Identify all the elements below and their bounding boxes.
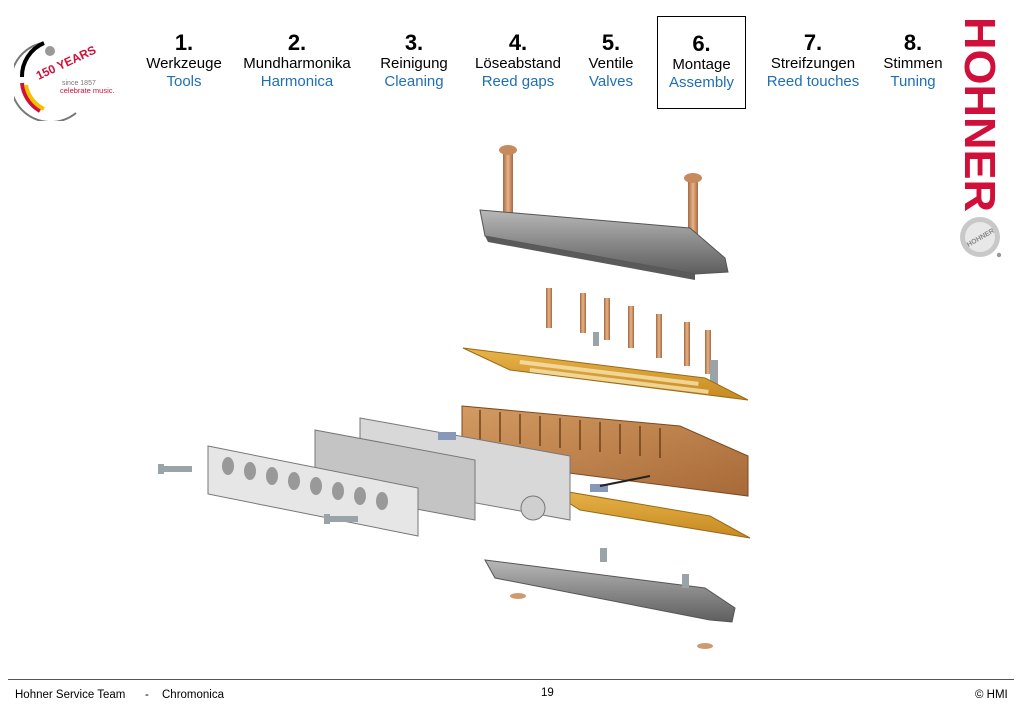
nav-label-de: Streifzungen: [770, 55, 856, 73]
nav-item-harmonica[interactable]: 2. Mundharmonika Harmonica: [236, 30, 358, 90]
logo-figure-icon: [45, 46, 55, 56]
footer-product: Chromonica: [162, 689, 224, 701]
lower-reed-plate: [544, 487, 751, 539]
cover-screw: [499, 145, 517, 226]
nav-item-cleaning[interactable]: 3. Reinigung Cleaning: [372, 30, 456, 90]
footer-divider: [8, 679, 1014, 680]
reed-plate-screws: [546, 288, 711, 374]
nav-item-reed-gaps[interactable]: 4. Löseabstand Reed gaps: [466, 30, 570, 90]
page-number: 19: [541, 687, 554, 699]
nav-label-de: Montage: [672, 56, 731, 74]
nav-num: 2.: [287, 30, 307, 55]
nav-label-en: Assembly: [668, 73, 735, 91]
chapter-nav: 1. Werkzeuge Tools 2. Mundharmonika Harm…: [0, 16, 960, 114]
nav-label-en: Reed touches: [766, 72, 860, 90]
nav-num: 8.: [903, 30, 923, 55]
nav-label-de: Stimmen: [883, 55, 943, 73]
nav-label-de: Werkzeuge: [146, 55, 222, 73]
nav-item-tuning[interactable]: 8. Stimmen Tuning: [876, 30, 950, 90]
logo-since: since 1857: [62, 80, 96, 87]
hohner-brand-logo: HOHNER HOHNER: [955, 17, 1004, 258]
nav-item-tools[interactable]: 1. Werkzeuge Tools: [140, 30, 228, 90]
brand-wordmark: HOHNER: [955, 17, 1004, 212]
nav-label-de: Reinigung: [380, 55, 448, 73]
nav-label-de: Ventile: [588, 55, 634, 73]
nav-label-en: Tools: [166, 72, 202, 90]
nav-num: 6.: [692, 31, 711, 56]
hohner-badge-icon: HOHNER: [960, 217, 1002, 258]
nav-num: 5.: [601, 30, 621, 55]
harmonica-exploded-view: [158, 145, 751, 649]
mouthpiece-screw: [158, 432, 608, 524]
nav-num: 7.: [803, 30, 823, 55]
nav-label-en: Reed gaps: [481, 72, 555, 90]
bottom-cover: [484, 559, 736, 623]
nav-label-de: Mundharmonika: [243, 55, 351, 73]
footer-copyright: © HMI: [975, 689, 1008, 701]
nav-num: 3.: [404, 30, 424, 55]
nav-label-en: Tuning: [890, 72, 936, 90]
nav-item-valves[interactable]: 5. Ventile Valves: [578, 30, 644, 90]
cover-screw: [684, 173, 702, 234]
nav-num: 4.: [508, 30, 528, 55]
logo-tagline: celebrate music.: [60, 86, 115, 95]
nav-item-reed-touches[interactable]: 7. Streifzungen Reed touches: [758, 30, 868, 90]
nav-num: 1.: [174, 30, 194, 55]
footer-team: Hohner Service Team: [15, 689, 126, 701]
150-years-logo: 150 YEARS since 1857 celebrate music.: [14, 41, 115, 121]
nav-label-en: Cleaning: [384, 72, 444, 90]
nav-item-assembly[interactable]: 6. Montage Assembly: [657, 16, 746, 109]
nav-label-en: Harmonica: [260, 72, 334, 90]
footer-separator: -: [145, 689, 149, 701]
nav-label-de: Löseabstand: [475, 55, 561, 73]
nav-label-en: Valves: [589, 72, 633, 90]
